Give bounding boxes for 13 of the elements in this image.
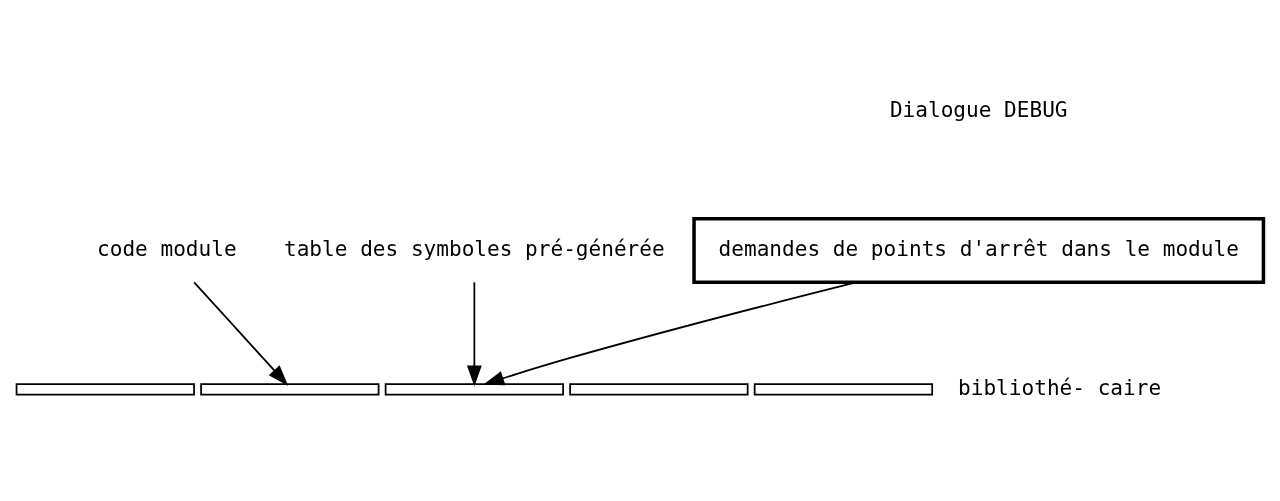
node-bar bbox=[15, 383, 195, 396]
label: Dialogue DEBUG bbox=[889, 97, 1068, 123]
node-label: bibliothé- caire bbox=[958, 374, 1162, 400]
arrow bbox=[193, 281, 289, 386]
arrow bbox=[483, 281, 858, 386]
arrow bbox=[466, 281, 482, 387]
node-bar bbox=[569, 383, 749, 396]
node-bar bbox=[200, 383, 380, 396]
node-box: demandes de points d'arrêt dans le module bbox=[692, 217, 1266, 284]
node-bar bbox=[753, 383, 934, 396]
node-text: table des symboles pré-générée bbox=[284, 235, 665, 261]
node-bar bbox=[384, 383, 564, 396]
node-text: code module bbox=[97, 235, 237, 261]
